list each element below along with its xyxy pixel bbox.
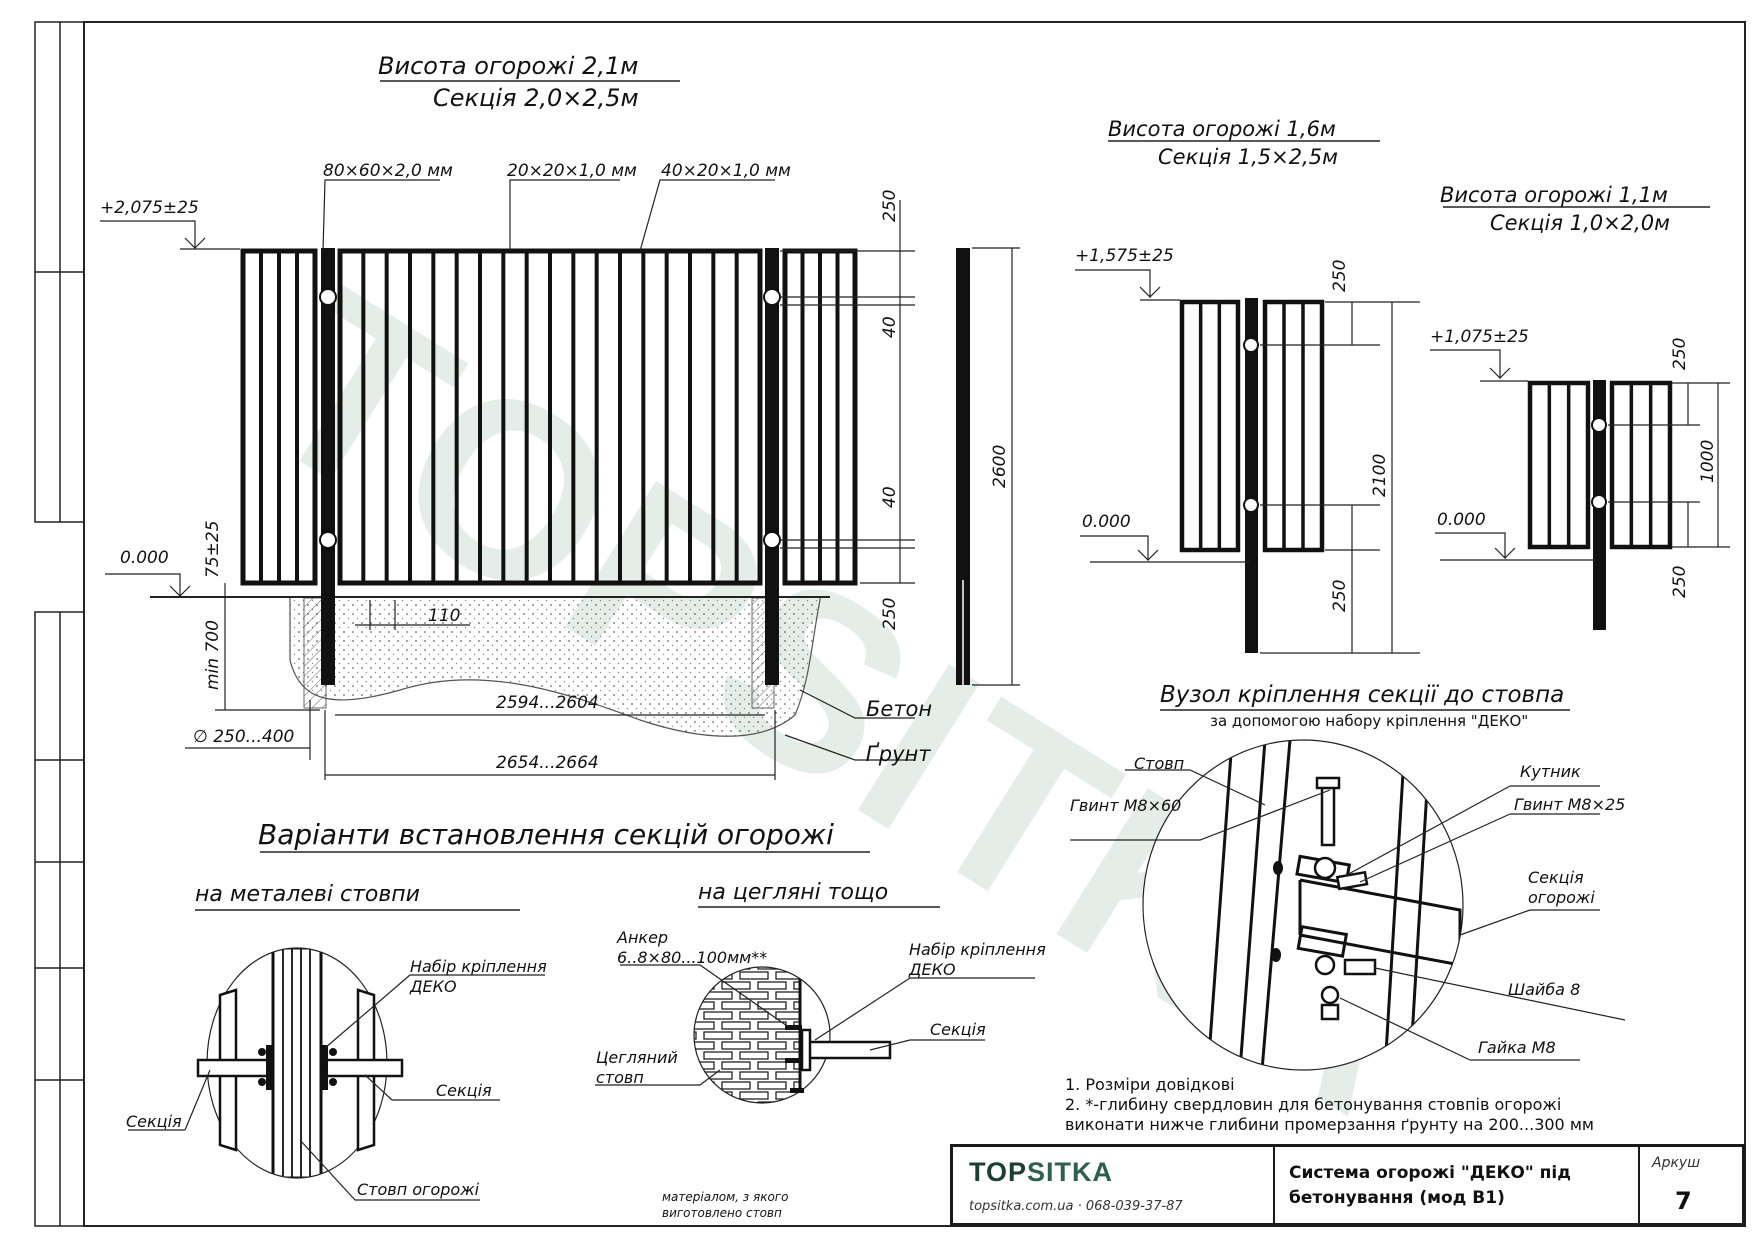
title-block-sheet-cell: Аркуш 7 bbox=[1640, 1147, 1742, 1223]
dim-250-bottom: 250 bbox=[880, 597, 900, 630]
metal-kit-label-1: Набір кріплення bbox=[410, 957, 547, 976]
profile-rail-label: 40×20×1,0 мм bbox=[661, 161, 791, 181]
node-subtitle: за допомогою набору кріплення "ДЕКО" bbox=[1210, 712, 1529, 730]
dim-min700: min 700 bbox=[203, 620, 223, 690]
sheet-label: Аркуш bbox=[1652, 1155, 1701, 1171]
contact-info[interactable]: topsitka.com.ua · 068-039-37-87 bbox=[969, 1199, 1183, 1214]
fence16-title-section: Секція 1,5×2,5м bbox=[1158, 145, 1338, 169]
metal-section-left-label: Секція bbox=[126, 1112, 182, 1131]
node-screw-m825-label: Гвинт М8×25 bbox=[1514, 795, 1626, 814]
node-screw-m860-label: Гвинт М8×60 bbox=[1070, 796, 1182, 815]
title-block: TOPSITKA topsitka.com.ua · 068-039-37-87… bbox=[950, 1144, 1745, 1226]
brick-post-label-1: Цегляний bbox=[596, 1048, 678, 1067]
title-block-name-cell: Система огорожі "ДЕКО" під бетонування (… bbox=[1275, 1147, 1640, 1223]
profile-post-label: 80×60×2,0 мм bbox=[323, 161, 453, 181]
fence16-dim-250-top: 250 bbox=[1330, 259, 1350, 292]
sheet-number: 7 bbox=[1675, 1187, 1692, 1215]
node-section-label-1: Секція bbox=[1528, 868, 1584, 887]
node-title: Вузол кріплення секції до стовпа bbox=[1160, 682, 1565, 708]
dim-2654: 2654...2664 bbox=[496, 753, 599, 773]
fence16-dim-250-bottom: 250 bbox=[1330, 579, 1350, 612]
node-post-label: Стовп bbox=[1134, 754, 1185, 773]
fence11-title-section: Секція 1,0×2,0м bbox=[1490, 211, 1670, 235]
label-soil: Ґрунт bbox=[866, 742, 931, 766]
dim-2594: 2594...2604 bbox=[496, 693, 599, 713]
fence16-level-top: +1,575±25 bbox=[1075, 246, 1174, 266]
profile-bar-label: 20×20×1,0 мм bbox=[507, 161, 637, 181]
node-washer-label: Шайба 8 bbox=[1508, 980, 1581, 999]
dim-diameter: ∅ 250...400 bbox=[193, 727, 295, 747]
metal-kit-label-2: ДЕКО bbox=[410, 977, 457, 996]
brick-post-label-2: стовп bbox=[596, 1068, 644, 1087]
note-1: 1. Розміри довідкові bbox=[1065, 1075, 1235, 1094]
fence16-dim-2100: 2100 bbox=[1370, 453, 1390, 497]
brick-footnote-1: матеріалом, з якого bbox=[662, 1190, 789, 1204]
metal-section-right-label: Секція bbox=[436, 1081, 492, 1100]
main-title-section: Секція 2,0×2,5м bbox=[433, 84, 639, 112]
brick-section-label: Секція bbox=[930, 1020, 986, 1039]
node-nut-label: Гайка М8 bbox=[1478, 1038, 1556, 1057]
main-level-zero: 0.000 bbox=[120, 548, 169, 568]
brick-kit-label-1: Набір кріплення bbox=[909, 940, 1046, 959]
note-2: 2. *-глибину свердловин для бетонування … bbox=[1065, 1095, 1562, 1114]
fence11-dim-250-top: 250 bbox=[1670, 337, 1690, 370]
fence11-level-top: +1,075±25 bbox=[1430, 327, 1529, 347]
dim-40-top: 40 bbox=[880, 316, 900, 338]
dim-250-top: 250 bbox=[880, 189, 900, 222]
fence11-dim-1000: 1000 bbox=[1698, 439, 1718, 483]
brick-anchor-label-1: Анкер bbox=[617, 928, 669, 947]
dim-75: 75±25 bbox=[203, 520, 223, 578]
dim-110: 110 bbox=[428, 606, 461, 626]
brick-kit-label-2: ДЕКО bbox=[909, 960, 956, 979]
dim-2600: 2600 bbox=[990, 444, 1010, 488]
metal-post-label: Стовп огорожі bbox=[357, 1180, 480, 1199]
main-title-height: Висота огорожі 2,1м bbox=[378, 52, 639, 80]
fence11-level-zero: 0.000 bbox=[1437, 510, 1486, 530]
fence16-title-height: Висота огорожі 1,6м bbox=[1108, 117, 1336, 141]
brick-footnote-2: виготовлено стовп bbox=[662, 1206, 782, 1220]
brand-logo: TOPSITKA bbox=[969, 1157, 1114, 1187]
title-block-brand-cell: TOPSITKA topsitka.com.ua · 068-039-37-87 bbox=[953, 1147, 1275, 1223]
variants-title: Варіанти встановлення секцій огорожі bbox=[258, 818, 834, 851]
fence16-level-zero: 0.000 bbox=[1082, 512, 1131, 532]
node-corner-label: Кутник bbox=[1520, 762, 1581, 781]
variants-metal-title: на металеві стовпи bbox=[195, 882, 420, 907]
node-section-label-2: огорожі bbox=[1528, 888, 1595, 907]
fence11-title-height: Висота огорожі 1,1м bbox=[1440, 183, 1668, 207]
main-level-top: +2,075±25 bbox=[100, 198, 199, 218]
document-title: Система огорожі "ДЕКО" під бетонування (… bbox=[1289, 1163, 1571, 1208]
note-3: виконати нижче глибини промерзання ґрунт… bbox=[1065, 1115, 1594, 1134]
variants-brick-title: на цегляні тощо bbox=[698, 880, 889, 905]
label-concrete: Бетон bbox=[866, 697, 933, 721]
fence11-dim-250-bottom: 250 bbox=[1670, 565, 1690, 598]
brick-anchor-label-2: 6..8×80...100мм** bbox=[617, 948, 768, 967]
dim-40-bottom: 40 bbox=[880, 486, 900, 508]
